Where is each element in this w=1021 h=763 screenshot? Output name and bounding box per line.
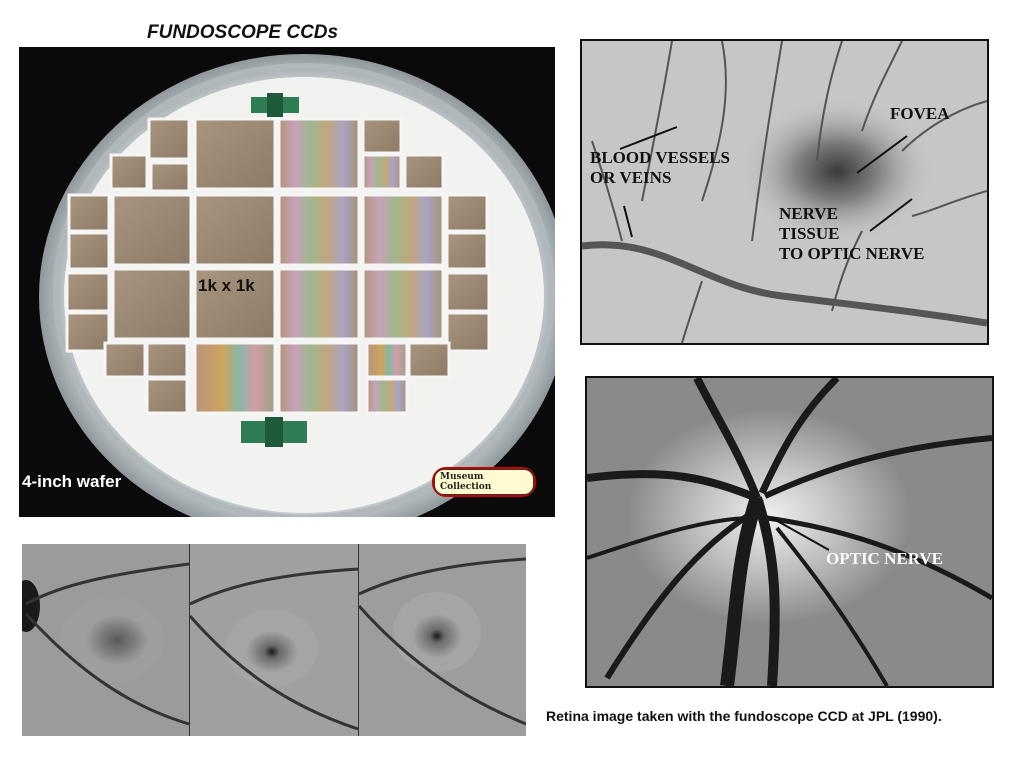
retina-optic-nerve-image	[585, 376, 994, 688]
museum-collection-badge-text: Museum Collection	[434, 469, 534, 495]
museum-collection-badge: Museum Collection	[432, 467, 536, 497]
wafer-photo	[19, 47, 555, 517]
fundus-panel-2	[188, 544, 359, 736]
retina-optic-nerve-illustration	[587, 378, 992, 686]
fundus-image-strip-illustration	[22, 544, 526, 736]
fundus-image-strip	[22, 544, 526, 736]
page-title: FUNDOSCOPE CCDs	[147, 22, 339, 43]
wafer-center-label: 1k x 1k	[198, 276, 255, 295]
wafer-size-label: 4-inch wafer	[22, 472, 122, 491]
nerve-tissue-label: NERVE TISSUE TO OPTIC NERVE	[779, 204, 925, 263]
caption: Retina image taken with the fundoscope C…	[546, 708, 942, 724]
optic-nerve-label: OPTIC NERVE	[826, 549, 943, 568]
fundus-panel-3	[357, 544, 526, 736]
retina-fovea-illustration	[582, 41, 987, 343]
fundus-panel-1	[22, 544, 190, 736]
retina-fovea-image	[580, 39, 989, 345]
wafer-illustration	[39, 54, 555, 517]
fovea-label: FOVEA	[890, 104, 950, 123]
blood-vessels-label: BLOOD VESSELS OR VEINS	[590, 148, 731, 187]
